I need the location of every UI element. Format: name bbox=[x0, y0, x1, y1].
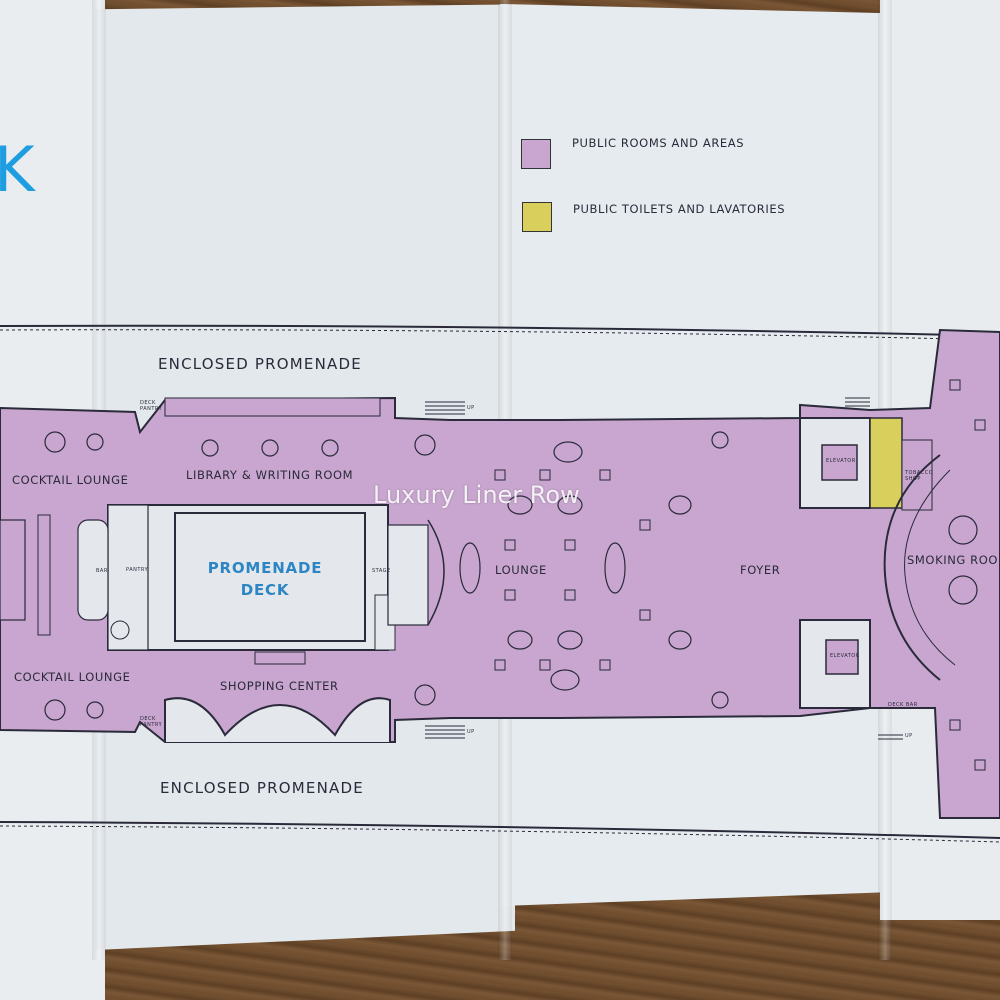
deck-title: PROMENADE DECK bbox=[207, 559, 323, 599]
label-deck-pantry-top: DECK PANTRY bbox=[140, 400, 163, 412]
label-up-top: UP bbox=[467, 405, 475, 411]
legend-swatch-toilets bbox=[522, 202, 552, 232]
label-up-right: UP bbox=[905, 733, 913, 739]
label-smoking-room: SMOKING ROO bbox=[907, 553, 999, 567]
label-tobacco-shop: TOBACCO SHOP bbox=[905, 470, 934, 482]
label-library: LIBRARY & WRITING ROOM bbox=[186, 468, 354, 482]
label-cocktail-lounge-bottom: COCKTAIL LOUNGE bbox=[14, 670, 131, 684]
label-deck-pantry-bottom: DECK PANTRY bbox=[140, 716, 163, 728]
legend-swatch-public-rooms bbox=[521, 139, 551, 169]
watermark-text: Luxury Liner Row bbox=[373, 481, 580, 509]
label-pantry: PANTRY bbox=[126, 567, 149, 573]
label-enclosed-promenade-bottom: ENCLOSED PROMENADE bbox=[160, 779, 364, 797]
label-deck-bar: DECK BAR bbox=[888, 702, 918, 708]
label-up-bottom: UP bbox=[467, 729, 475, 735]
label-stage: STAGE bbox=[372, 568, 391, 574]
heading-fragment: K bbox=[0, 133, 35, 206]
label-bar: BAR bbox=[96, 568, 108, 574]
legend-label-toilets: PUBLIC TOILETS AND LAVATORIES bbox=[573, 202, 786, 216]
label-elevator-top: ELEVATOR bbox=[826, 458, 856, 464]
label-lounge: LOUNGE bbox=[495, 563, 547, 577]
label-shopping-center: SHOPPING CENTER bbox=[220, 679, 339, 693]
label-cocktail-lounge-top: COCKTAIL LOUNGE bbox=[12, 473, 129, 487]
legend-label-public-rooms: PUBLIC ROOMS AND AREAS bbox=[572, 136, 745, 150]
label-elevator-bottom: ELEVATOR bbox=[830, 653, 860, 659]
label-foyer: FOYER bbox=[740, 563, 781, 577]
label-enclosed-promenade-top: ENCLOSED PROMENADE bbox=[158, 355, 362, 373]
